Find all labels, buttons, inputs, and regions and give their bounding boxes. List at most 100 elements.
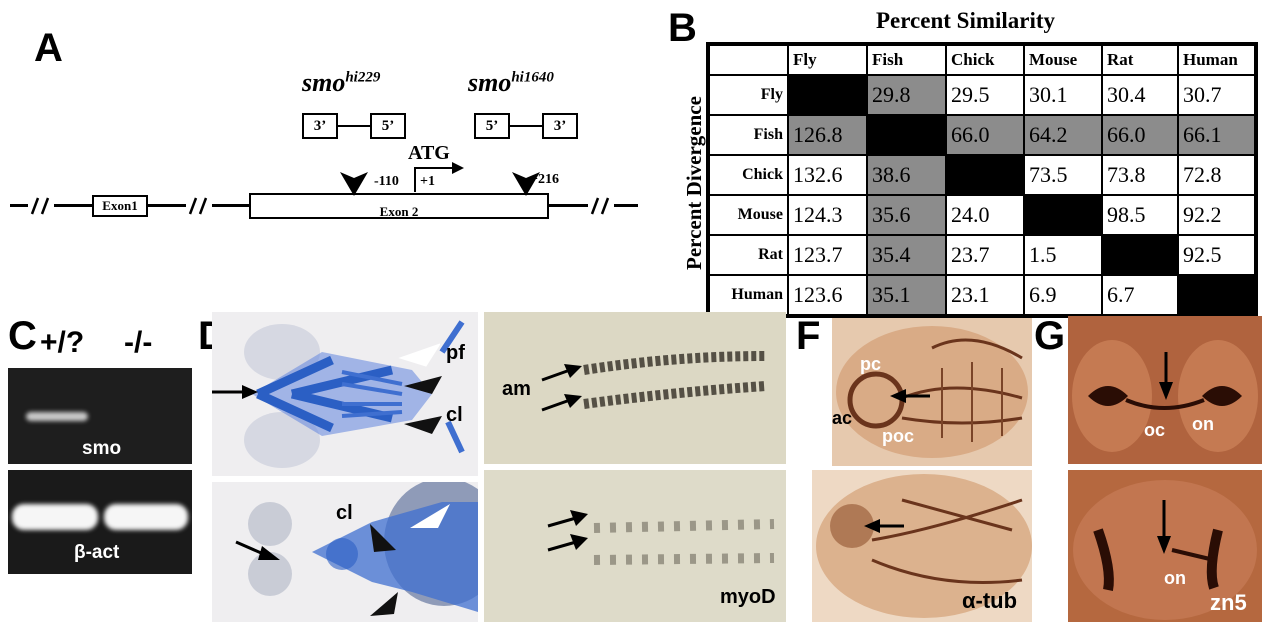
axon-stain-drawing [836,326,1028,458]
arrowhead-icon [370,592,398,616]
table-row: Fish 126.8 66.0 64.2 66.0 66.1 [707,114,1257,156]
insertion-arrowhead-icon [340,172,368,196]
position-minus110: -110 [374,174,399,189]
myod-image-mutant: myoD [484,470,786,622]
label-ac: ac [832,408,853,428]
allele-superscript: hi1640 [511,69,554,86]
row-header: Rat [707,234,789,276]
row-header: Human [707,274,789,317]
table-cell: 29.5 [945,74,1025,116]
gel-label-smo: smo [82,438,122,459]
arrow-icon [541,364,582,382]
arrowhead-icon [404,376,442,394]
table-cell: 98.5 [1101,194,1179,236]
row-header: Fish [707,114,789,156]
construct-line [338,125,370,127]
white-arrowhead-icon [410,504,450,528]
table-cell: 124.3 [787,194,868,236]
diagonal-cell [1101,234,1179,276]
somite-stain-drawing [583,351,767,409]
panel-letter-g: G [1034,314,1066,358]
table-row: Fly 29.8 29.5 30.1 30.4 30.7 [707,74,1257,116]
similarity-table: Fly Fish Chick Mouse Rat Human Fly 29.8 … [706,42,1258,318]
diagonal-cell [1177,274,1257,317]
allele-superscript: hi229 [345,69,381,86]
row-header: Fly [707,74,789,116]
table-row: Human 123.6 35.1 23.1 6.9 6.7 [707,274,1257,317]
arrow-icon [212,385,258,399]
arrow-icon [1157,500,1171,554]
table-cell: 23.7 [945,234,1025,276]
column-header: Chick [945,43,1025,76]
exon1-box: Exon1 [92,195,148,217]
column-header: Fly [787,43,868,76]
diagonal-cell [945,154,1025,196]
arrow-icon [1159,352,1173,400]
marker-label-myod: myoD [720,586,776,608]
construct-box-3prime: 3’ [542,113,578,139]
optic-nerve-stain-drawing [1072,340,1258,452]
label-pc: pc [860,354,882,374]
table-cell: 35.1 [866,274,947,317]
table-header-row: Fly Fish Chick Mouse Rat Human [707,43,1257,76]
table-row: Rat 123.7 35.4 23.7 1.5 92.5 [707,234,1257,276]
arrow-icon [864,519,904,533]
label-pf: pf [446,342,465,364]
label-oc: oc [1144,420,1166,440]
table-side-label: Percent Divergence [682,96,706,270]
marker-label-zn5: zn5 [1210,590,1247,615]
label-cl: cl [446,404,463,426]
white-arrowhead-icon [398,343,440,367]
atg-start-arrow [414,162,464,192]
table-cell: 29.8 [866,74,947,116]
diagonal-cell [1023,194,1103,236]
atg-label: ATG [408,142,450,164]
table-row: Mouse 124.3 35.6 24.0 98.5 92.2 [707,194,1257,236]
table-cell: 38.6 [866,154,947,196]
allele-base: smo [468,68,512,97]
table-cell: 126.8 [787,114,868,156]
gel-image-smo: smo [8,368,192,464]
panel-letter-c: C [8,314,37,358]
arrow-icon [547,510,588,528]
table-title: Percent Similarity [876,8,1056,33]
table-cell: 92.2 [1177,194,1257,236]
arrow-icon [235,540,280,560]
exon2-box: Exon 2 [249,193,549,219]
table-cell: 66.1 [1177,114,1257,156]
label-poc: poc [882,426,915,446]
lane-label-het: +/? [40,326,85,359]
table-cell: 35.4 [866,234,947,276]
column-header: Fish [866,43,947,76]
construct-box-5prime: 5’ [474,113,510,139]
cartilage-stain-drawing [244,320,465,468]
table-cell: 6.7 [1101,274,1179,317]
panel-letter-b: B [668,6,697,50]
table-cell: 66.0 [945,114,1025,156]
table-cell: 24.0 [945,194,1025,236]
label-on: on [1164,568,1186,588]
table-cell: 123.6 [787,274,868,317]
zn5-image-mutant: on zn5 [1068,470,1262,622]
allele-label-hi229: smohi229 [302,68,380,98]
table-cell: 123.7 [787,234,868,276]
zn5-image-wildtype: oc on [1068,316,1262,464]
tubulin-image-mutant: α-tub [812,470,1032,622]
tubulin-image-wildtype: pc ac poc [832,318,1032,466]
gel-label-beta-actin: β-act [74,542,120,563]
break-mark-icon [588,197,614,215]
axon-stain-drawing [816,474,1032,618]
gel-band [12,504,98,530]
insertion-arrowhead-icon [512,172,540,196]
column-header: Human [1177,43,1257,76]
arrow-icon [890,389,930,403]
arrow-icon [541,394,582,412]
table-cell: 6.9 [1023,274,1103,317]
table-cell: 30.4 [1101,74,1179,116]
arrowhead-icon [370,524,396,552]
table-cell: 72.8 [1177,154,1257,196]
position-plus1: +1 [420,174,435,189]
arrowhead-icon [404,416,442,434]
gel-band [26,412,88,421]
lane-label-mutant: -/- [124,326,153,359]
